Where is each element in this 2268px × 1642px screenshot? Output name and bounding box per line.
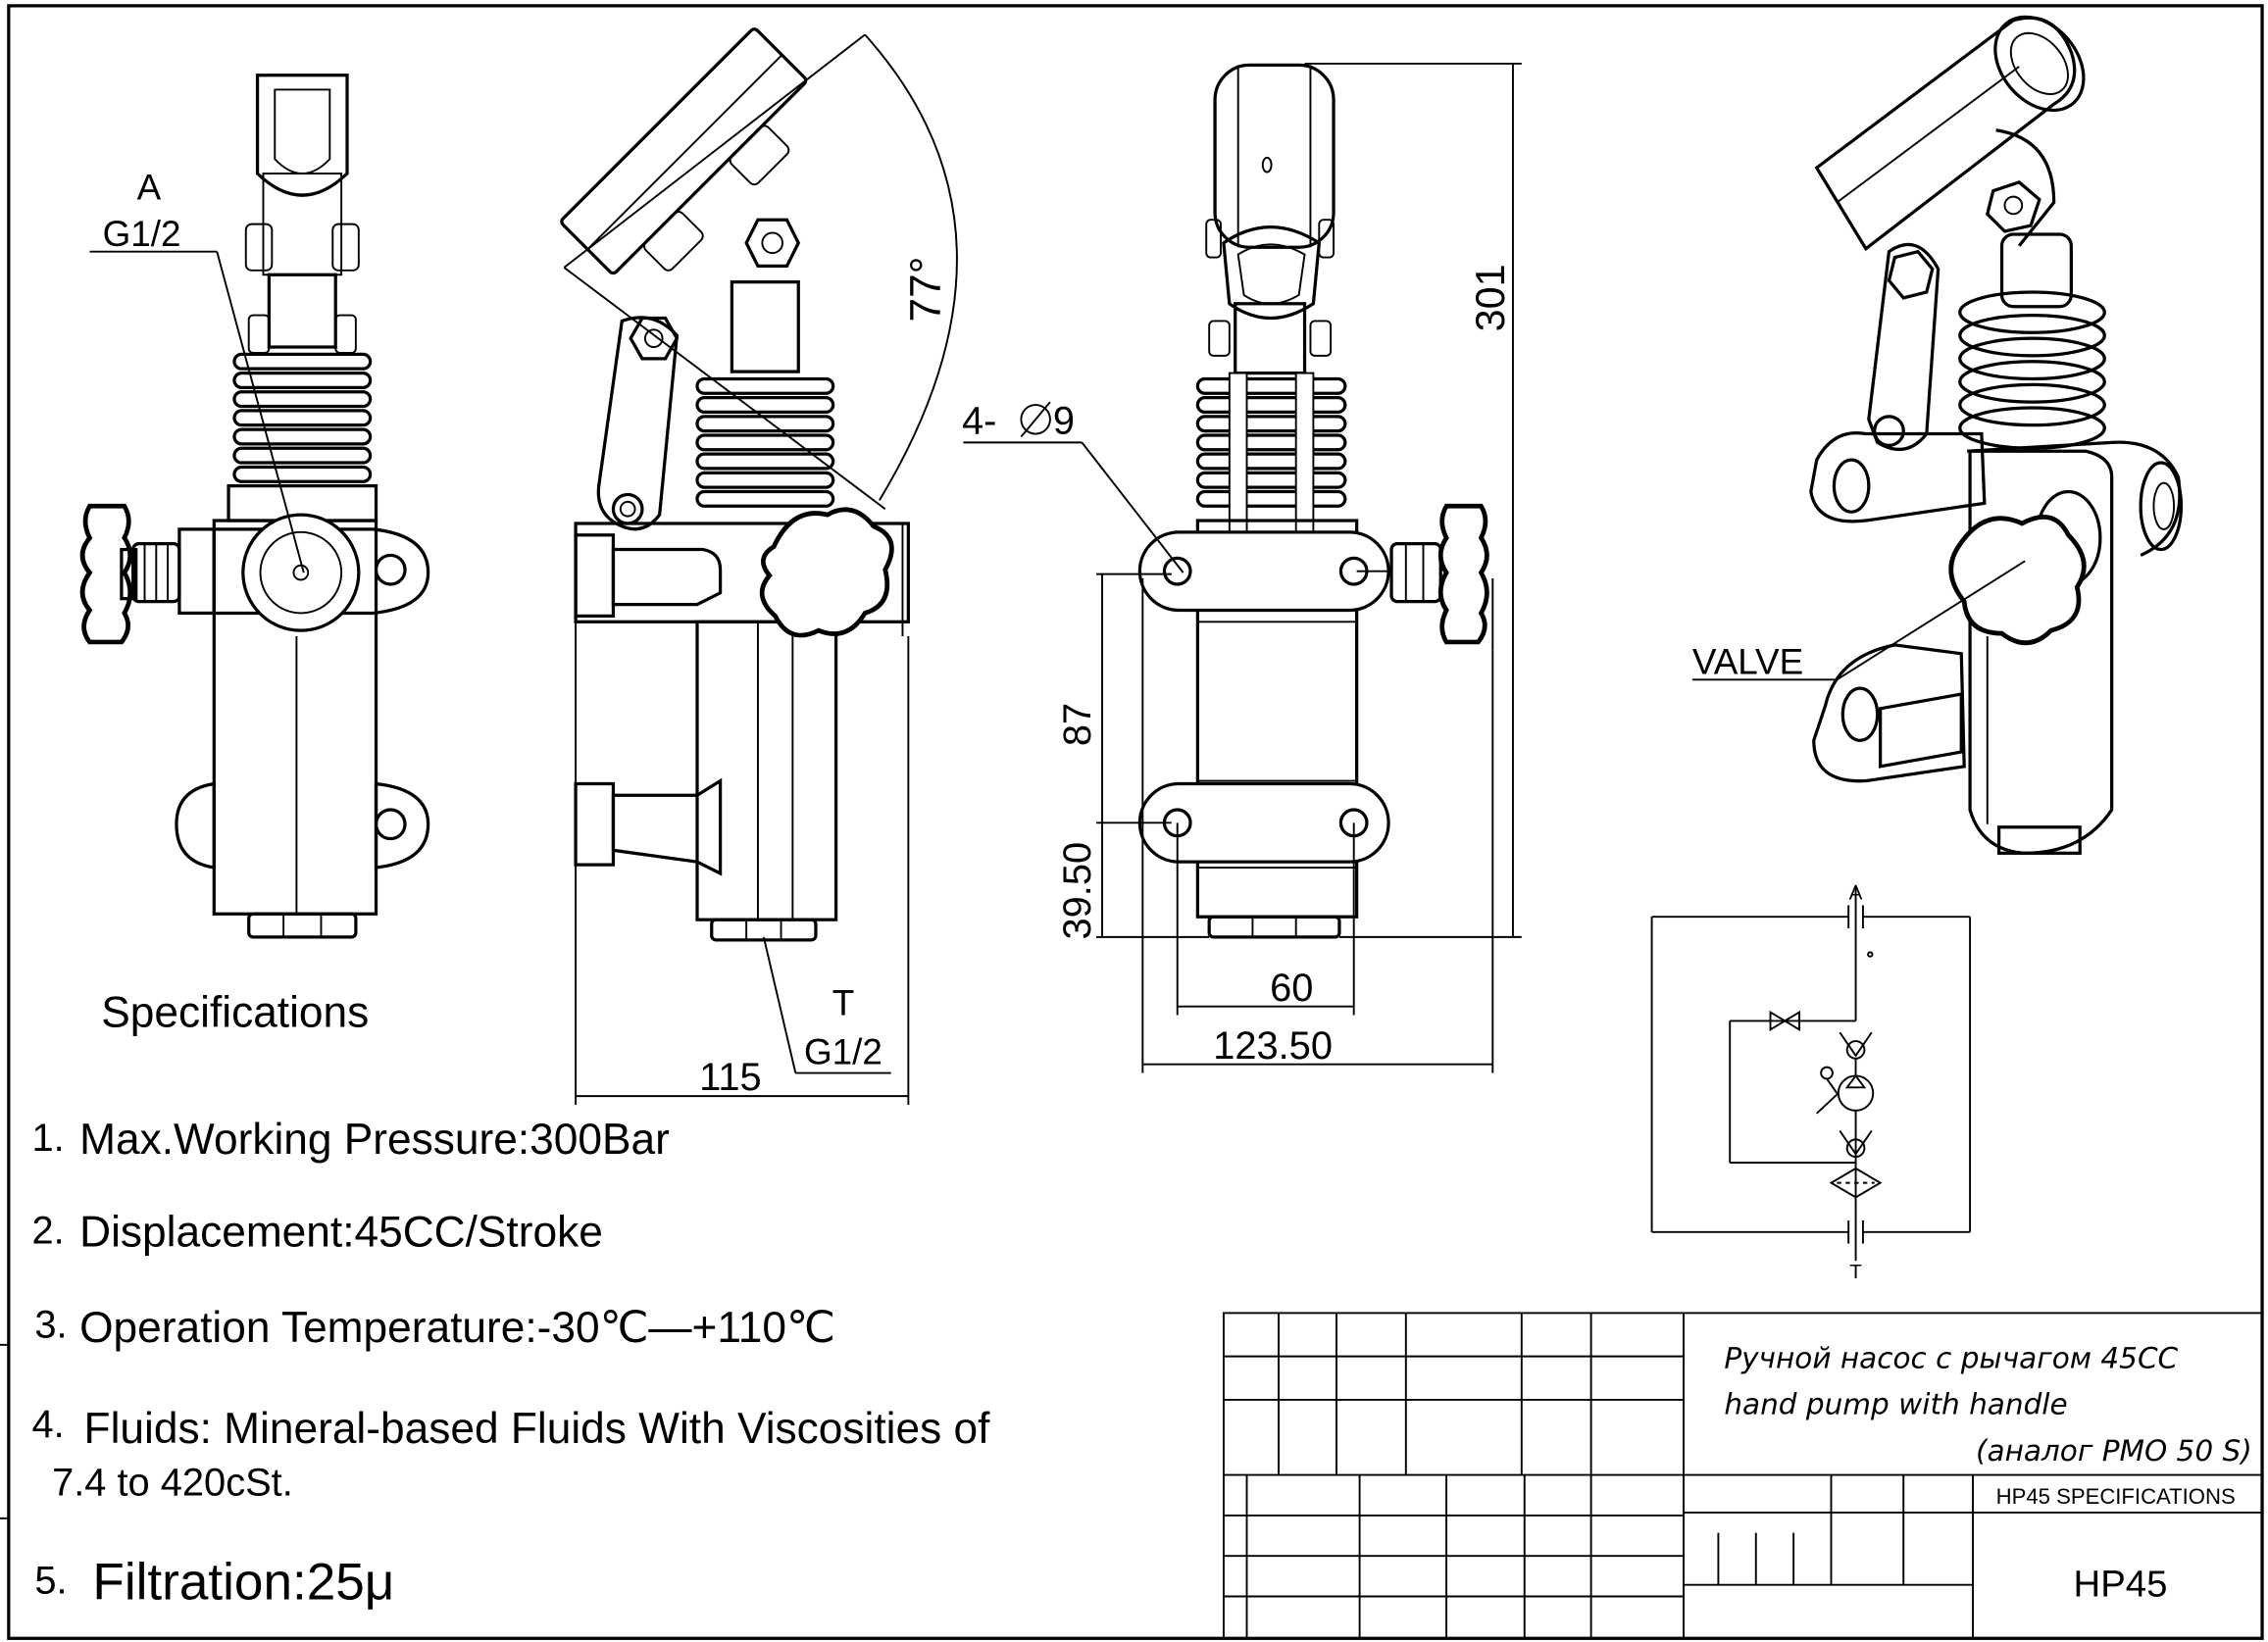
back-view bbox=[1137, 63, 1489, 939]
isometric-view bbox=[1809, 15, 2184, 855]
spec-item: Max.Working Pressure:300Bar bbox=[79, 1116, 670, 1164]
dim-bottom-offset: 39.50 bbox=[1056, 842, 1099, 940]
valve-label: VALVE bbox=[1692, 641, 1803, 681]
spec-number: 5. bbox=[34, 1560, 67, 1603]
hydraulic-schematic: A T bbox=[1650, 882, 1972, 1283]
title-desc-en: hand pump with handle bbox=[1724, 1388, 2067, 1421]
spec-number: 1. bbox=[31, 1117, 64, 1160]
sheet-frame bbox=[7, 4, 2264, 1640]
spec-number: 2. bbox=[31, 1210, 64, 1253]
schematic-port-a: A bbox=[1849, 882, 1863, 905]
spec-number: 3. bbox=[34, 1303, 67, 1346]
port-t-thread-label: G1/2 bbox=[804, 1032, 882, 1072]
dim-hole-spacing-v: 87 bbox=[1056, 703, 1099, 746]
spec-item: Filtration:25μ bbox=[92, 1553, 394, 1611]
spec-item: Fluids: Mineral-based Fluids With Viscos… bbox=[84, 1405, 991, 1453]
spec-item: Displacement:45CC/Stroke bbox=[79, 1209, 603, 1257]
specifications-heading: Specifications bbox=[101, 988, 369, 1036]
port-a-label: A bbox=[137, 168, 162, 208]
dim-height-total: 301 bbox=[1468, 264, 1513, 331]
holes-diameter: 9 bbox=[1053, 400, 1075, 443]
model-number: HP45 bbox=[2074, 1564, 2168, 1606]
schematic-port-t: T bbox=[1849, 1261, 1862, 1283]
dim-width-side: 115 bbox=[699, 1056, 761, 1099]
port-a-thread-label: G1/2 bbox=[103, 214, 181, 254]
spec-item: Operation Temperature:-30℃—+110℃ bbox=[79, 1304, 835, 1352]
dim-base-width: 123.50 bbox=[1213, 1024, 1333, 1068]
dim-hole-spacing-h: 60 bbox=[1270, 967, 1313, 1010]
side-view bbox=[560, 27, 910, 942]
port-t-label: T bbox=[832, 983, 855, 1023]
front-view bbox=[79, 74, 430, 939]
spec-item-continuation: 7.4 to 420cSt. bbox=[52, 1461, 293, 1504]
angle-dimension: 77° bbox=[902, 257, 950, 323]
title-desc-ru: Ручной насос с рычагом 45CC bbox=[1724, 1341, 2178, 1374]
title-block bbox=[1222, 1312, 2264, 1640]
sheet-title: HP45 SPECIFICATIONS bbox=[1996, 1484, 2236, 1509]
holes-label: 4- bbox=[962, 400, 996, 443]
spec-number: 4. bbox=[31, 1403, 64, 1446]
diameter-symbol-icon bbox=[1020, 404, 1051, 435]
title-desc-analog: (аналог PMO 50 S) bbox=[1976, 1434, 2252, 1468]
